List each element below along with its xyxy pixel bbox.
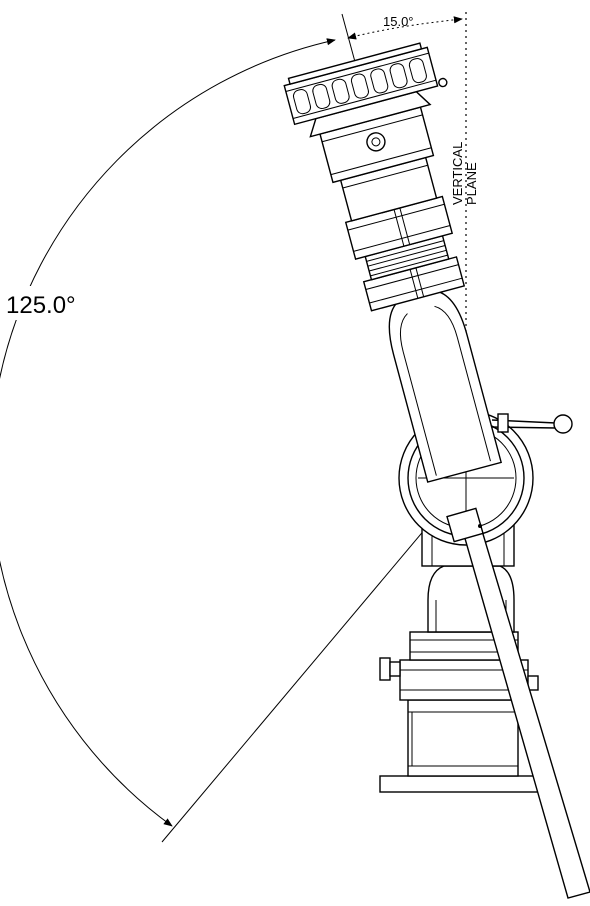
rotation-limit-line [161,477,469,843]
nozzle-assembly [283,42,503,483]
vertical-plane-text-line2: PLANE [464,162,479,205]
angle-125-label: 125.0° [6,292,76,319]
vertical-plane-text-line1: VERTICAL [450,142,465,205]
base-flange-plate [379,775,539,793]
nozzle-sight-hole [366,132,386,152]
bumper-lugs [292,58,427,115]
nozzle-side-pin [438,77,448,88]
lock-lever-knob [553,414,573,434]
base-side-knob [379,657,391,681]
lock-lever [491,413,573,434]
waterway-elbow [388,290,503,483]
vertical-plane-label: VERTICAL PLANE [450,142,479,205]
angle-15-label: 15.0° [383,14,414,29]
base-lower-body [407,699,519,777]
angle-125-dimension: 125.0° [0,38,469,843]
angle-15-dimension: 15.0° [347,14,463,40]
tiller-handle [446,507,590,899]
